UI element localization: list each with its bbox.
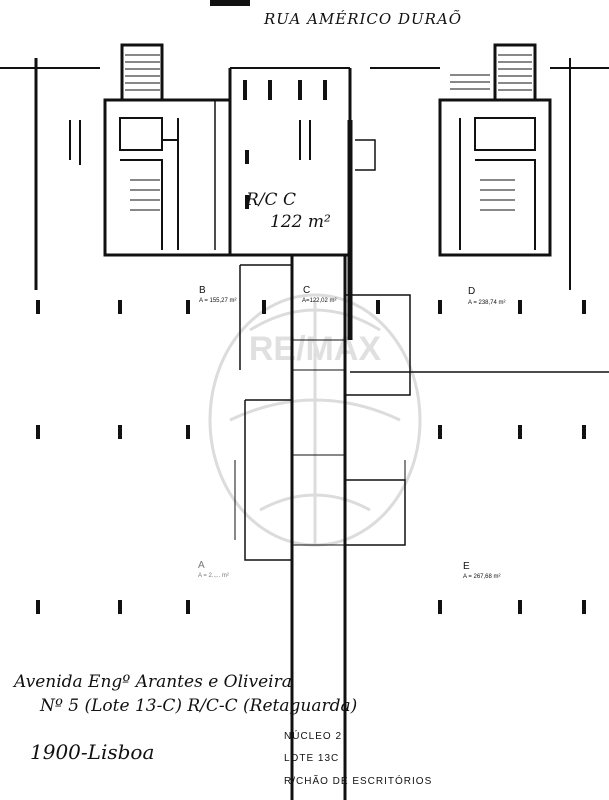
unit-d-label: D (468, 286, 476, 297)
handwritten-address-line1: Avenida Engº Arantes e Oliveira (14, 672, 292, 692)
handwritten-address-line3: 1900-Lisboa (30, 740, 155, 764)
unit-b-area: A = 155,27 m² (199, 298, 237, 304)
columns (36, 0, 586, 614)
walls (0, 43, 609, 800)
handwritten-address-line2: Nº 5 (Lote 13-C) R/C-C (Retaguarda) (40, 696, 358, 716)
unit-d-area: A = 238,74 m² (468, 300, 506, 306)
street-label: RUA AMÉRICO DURAÕ (264, 10, 463, 28)
unit-c-label: C (303, 285, 311, 296)
unit-b-label: B (199, 285, 206, 296)
unit-e-label: E (463, 561, 470, 572)
unit-e-area: A = 267,68 m² (463, 574, 501, 580)
floor-label: R/CHÃO DE ESCRITÓRIOS (284, 776, 433, 787)
watermark-text: RE/MAX (249, 330, 382, 368)
unit-c-area: A=122,02 m² (302, 298, 337, 304)
unit-a-area: A = 2..,.. m² (198, 573, 229, 579)
unit-note-line2: 122 m² (270, 212, 331, 232)
lote-label: LOTE 13C (284, 753, 340, 764)
unit-note-line1: R/C C (246, 190, 296, 210)
unit-a-label: A (198, 560, 205, 571)
nucleo-label: NÚCLEO 2 (284, 731, 343, 742)
